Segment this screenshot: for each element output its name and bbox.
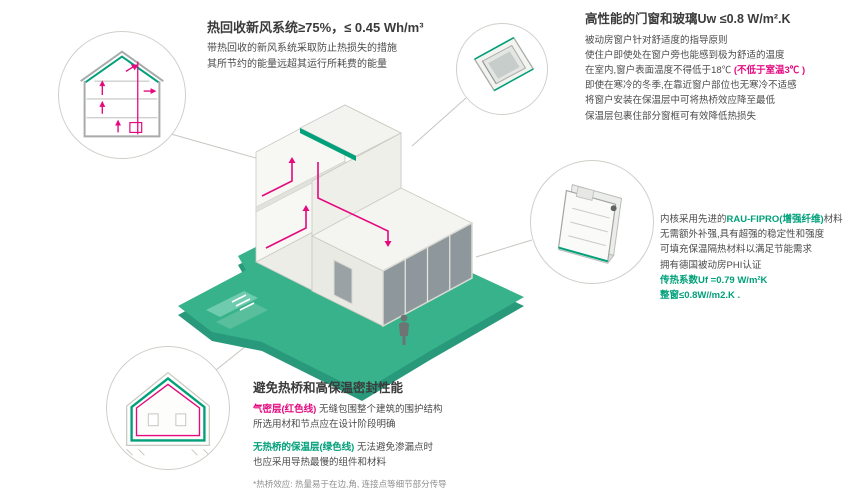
thermal-footnote: *热桥效应: 热量易于在边,角, 连接点等细节部分传导 [253,479,447,490]
profile-line-2: 无需额外补强,具有超强的稳定性和强度 [660,229,825,241]
indoor-temp-note: (不低于室温3℃ ) [733,65,806,76]
windows-line-6: 保温层包裹住部分窗框可有效降低热损失 [585,110,757,122]
ventilation-heading: 热回收新风系统≥75%，≤ 0.45 Wh/m³ [207,20,424,35]
roof-duct [317,162,392,247]
windows-text-block: 高性能的门窗和玻璃Uw ≤0.8 W/m².K 被动房窗户针对舒适度的指导原则 … [585,12,861,124]
uf-value: 传热系数Uf =0.79 W/m²K [660,274,768,286]
thermal-line-3: 无热桥的保温层(绿色线) 无法避免渗漏点时 [253,442,433,453]
profile-line-1: 内核采用先进的RAU-FIPRO(增强纤维)材料 [660,214,843,225]
windows-line-2: 使住户即使处在窗户旁也能感到极为舒适的温度 [585,49,785,61]
profile-line-4: 拥有德国被动房PHI认证 [660,259,762,271]
interior-ducts [261,157,310,249]
person-figure [399,314,409,345]
spacer [253,432,573,440]
window-corner-icon [473,36,535,92]
windows-body: 被动房窗户针对舒适度的指导原则 使住户即使处在窗户旁也能感到极为舒适的温度 在室… [585,33,861,124]
windows-line-4: 即使在寒冷的冬季,在靠近窗户部位也无寒冷不适感 [585,80,797,92]
frame-profile-icon [557,183,623,264]
callout-circle-ventilation [58,31,186,159]
rau-fipro-label: RAU-FIPRO(增强纤维) [726,214,824,225]
callout-circle-envelope [106,346,230,470]
ventilation-line-2: 其所节约的能量远超其运行所耗费的能量 [207,59,387,71]
thermal-line-1: 气密层(红色线) 无缝包围整个建筑的围护结构 [253,403,443,415]
callout-circle-profile [530,160,654,284]
ventilation-line-1: 带热回收的新风系统采取防止热损失的措施 [207,43,397,55]
profile-line-3: 可填充保温隔热材料以满足节能需求 [660,244,813,256]
ventilation-text-block: 热回收新风系统≥75%，≤ 0.45 Wh/m³ 带热回收的新风系统采取防止热损… [207,20,537,73]
airtight-layer-label: 气密层(红色线) [253,403,317,415]
ventilation-body: 带热回收的新风系统采取防止热损失的措施 其所节约的能量远超其运行所耗费的能量 [207,41,537,73]
windows-line-5: 将窗户安装在保温层中可将热桥效应降至最低 [585,95,776,107]
windows-line-3: 在室内,窗户表面温度不得低于18℃ (不低于室温3℃ ) [585,65,806,76]
profile-body: 内核采用先进的RAU-FIPRO(增强纤维)材料 无需额外补强,具有超强的稳定性… [660,212,862,303]
insulation-layer-label: 无热桥的保温层(绿色线) [253,442,355,453]
thermal-heading: 避免热桥和高保温密封性能 [253,381,404,395]
windows-line-1: 被动房窗户针对舒适度的指导原则 [585,34,728,46]
uw-window-value: 整窗≤0.8W//m2.K . [660,289,741,301]
thermal-line-4: 也应采用导热最慢的组件和材料 [253,457,387,469]
callout-circle-window [456,23,548,115]
thermal-text-block: 避免热桥和高保温密封性能 气密层(红色线) 无缝包围整个建筑的围护结构 所选用材… [253,381,573,491]
envelope-house-icon [126,371,210,456]
thermal-line-2: 所选用材和节点应在设计阶段明确 [253,418,396,430]
glazed-wing [311,187,473,328]
profile-text-block: 内核采用先进的RAU-FIPRO(增强纤维)材料 无需额外补强,具有超强的稳定性… [660,212,862,303]
thermal-body: 气密层(红色线) 无缝包围整个建筑的围护结构 所选用材和节点应在设计阶段明确 无… [253,402,573,492]
glazing-band [382,221,473,328]
windows-heading: 高性能的门窗和玻璃Uw ≤0.8 W/m².K [585,12,791,26]
house-cross-section-icon [80,50,164,138]
